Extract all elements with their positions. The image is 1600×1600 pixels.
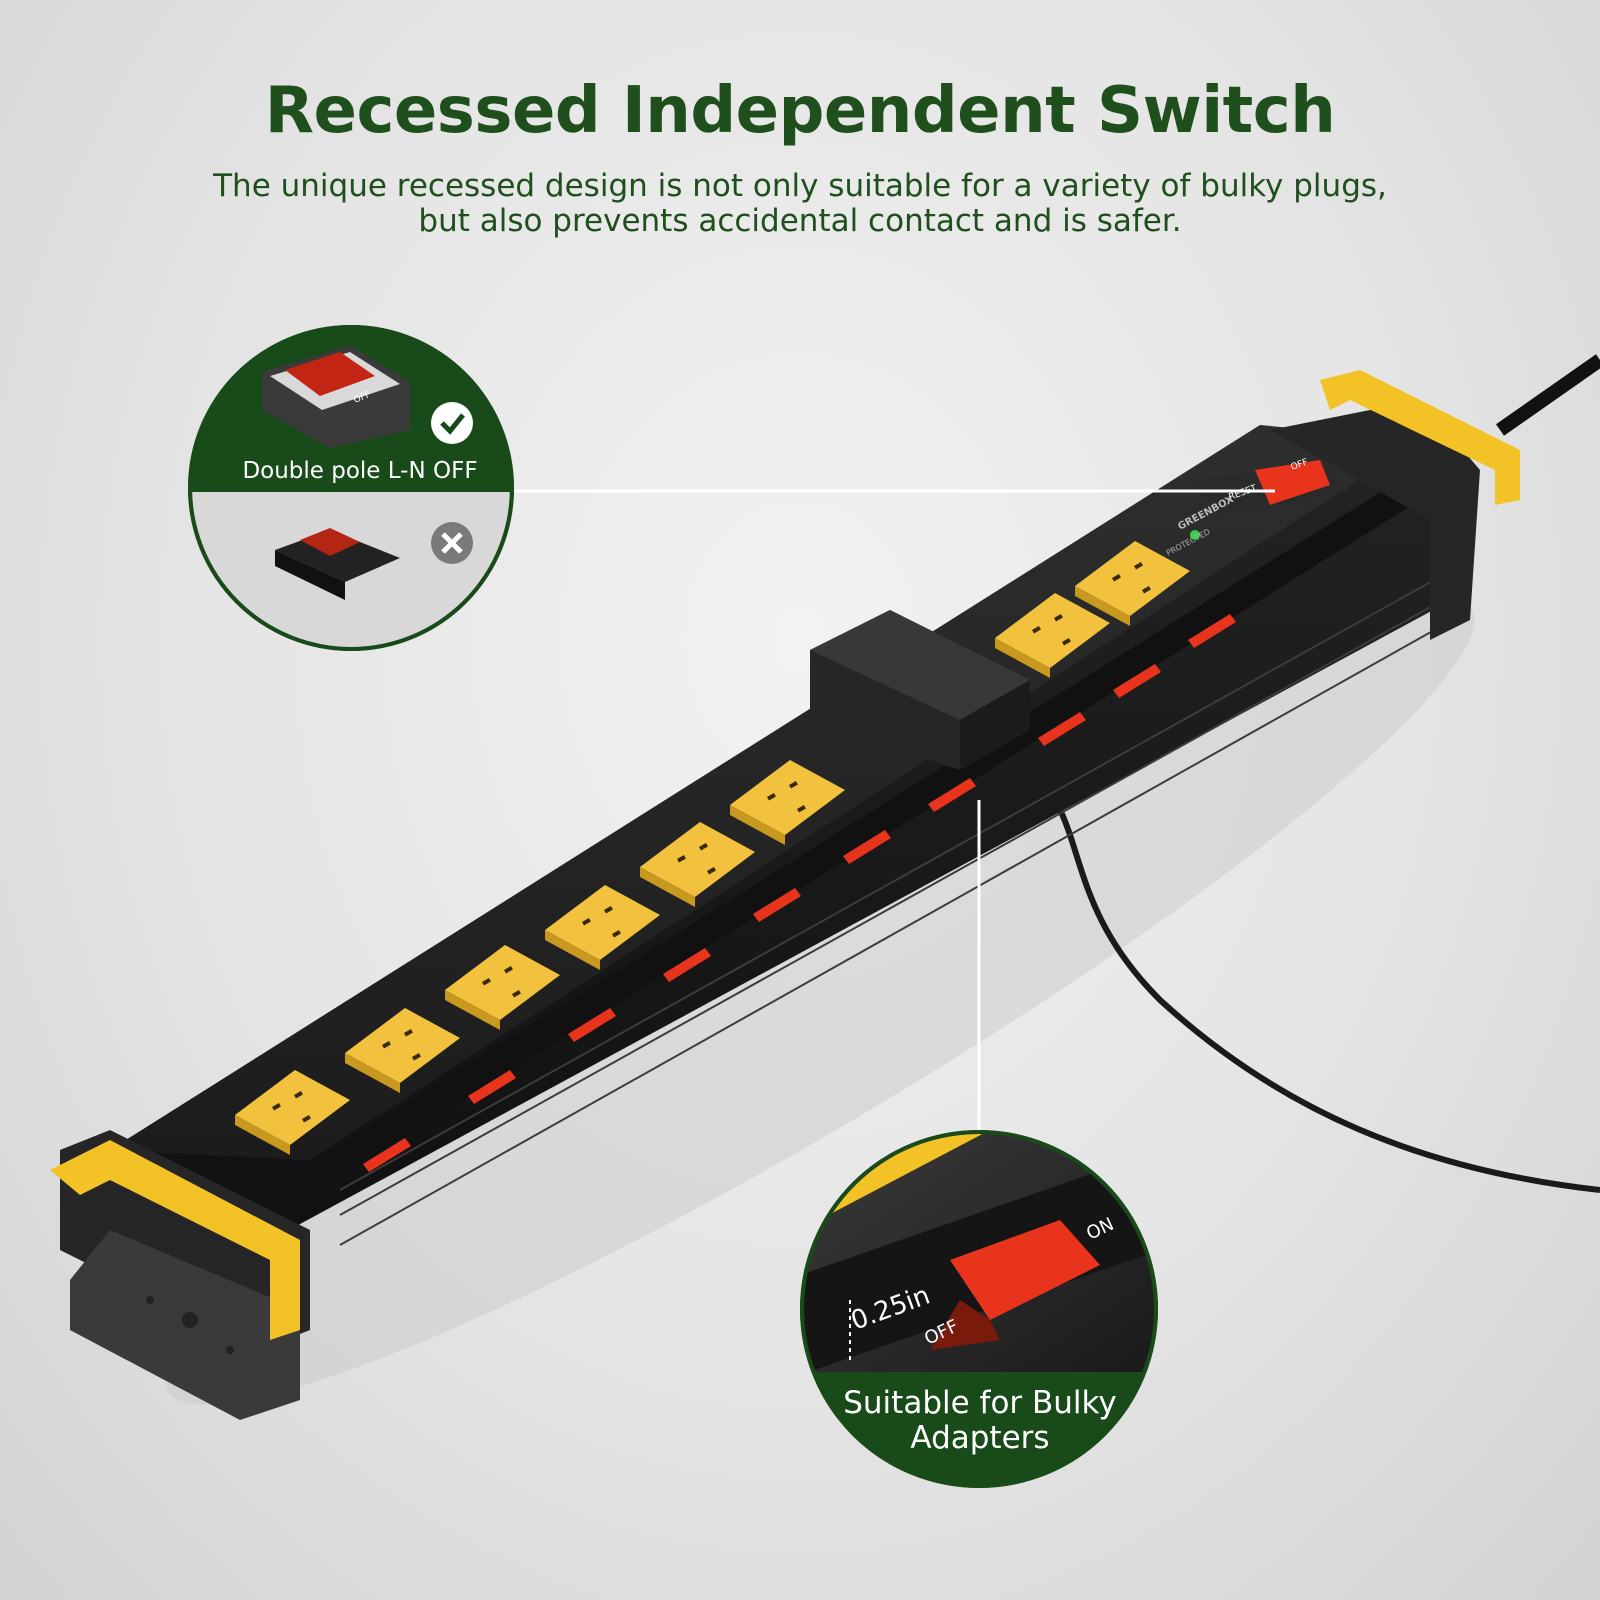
callout-double-pole: OFF bbox=[188, 325, 514, 651]
outlet-switches-group bbox=[363, 614, 1236, 1172]
bulky-label-line-2: Adapters bbox=[910, 1420, 1050, 1456]
outlet-rocker-switch[interactable] bbox=[1038, 712, 1086, 746]
bulky-label-line-1: Suitable for Bulky bbox=[843, 1385, 1117, 1421]
flat-rocker-switch bbox=[275, 528, 400, 600]
outlet-rocker-switch[interactable] bbox=[753, 888, 801, 922]
outlet-socket bbox=[995, 593, 1110, 678]
outlet-socket bbox=[1075, 541, 1190, 626]
page-title: Recessed Independent Switch bbox=[264, 74, 1336, 148]
recessed-rocker-switch: OFF bbox=[262, 345, 410, 448]
outlet-rocker-switch[interactable] bbox=[1188, 614, 1236, 648]
outlet-socket bbox=[730, 760, 845, 845]
outlet-rocker-switch[interactable] bbox=[468, 1070, 516, 1104]
protected-led bbox=[1190, 530, 1200, 540]
outlet-socket bbox=[640, 822, 755, 907]
callout-bulky-adapters: 0.25in ON OFF bbox=[800, 1130, 1158, 1488]
outlet-rocker-switch[interactable] bbox=[363, 1138, 411, 1172]
mounting-bracket-right bbox=[1270, 370, 1520, 640]
mounting-bracket-left bbox=[50, 1130, 310, 1420]
bulky-adapter bbox=[810, 610, 1030, 770]
power-cord bbox=[1495, 354, 1600, 436]
subtitle-line-1: The unique recessed design is not only s… bbox=[213, 168, 1387, 204]
outlet-socket bbox=[545, 885, 660, 970]
outlet-rocker-switch[interactable] bbox=[843, 830, 891, 864]
subtitle-line-2: but also prevents accidental contact and… bbox=[418, 203, 1182, 239]
outlet-socket bbox=[235, 1070, 350, 1155]
outlet-socket bbox=[445, 945, 560, 1030]
outlet-socket bbox=[345, 1008, 460, 1093]
outlet-rocker-switch[interactable] bbox=[568, 1008, 616, 1042]
checkmark-icon bbox=[431, 402, 473, 444]
outlets-group bbox=[235, 541, 1190, 1155]
switch-channel bbox=[300, 480, 1420, 1190]
outlet-rocker-switch[interactable] bbox=[1113, 664, 1161, 698]
outlet-rocker-switch[interactable] bbox=[928, 778, 976, 812]
double-pole-label: Double pole L-N OFF bbox=[242, 458, 478, 484]
outlet-rocker-switch[interactable] bbox=[663, 948, 711, 982]
